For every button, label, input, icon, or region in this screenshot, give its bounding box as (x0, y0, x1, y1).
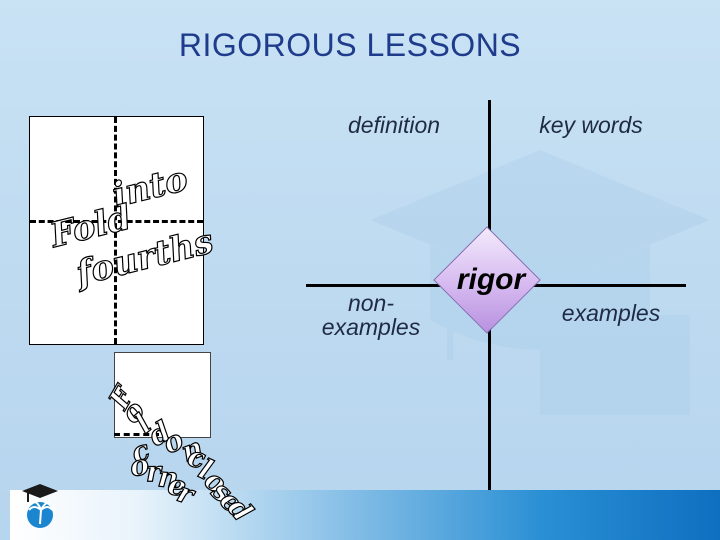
key-words-label: key words (539, 112, 643, 138)
center-word: rigor (456, 263, 526, 296)
non-examples-line-1: non- (347, 290, 395, 316)
bottom-strip (10, 490, 720, 540)
definition-label: definition (347, 112, 441, 138)
horizontal-fold-line (30, 220, 203, 223)
vertical-fold-line (114, 117, 117, 344)
page-title: RIGOROUS LESSONS (178, 27, 522, 63)
non-examples-line-2: examples (321, 314, 421, 340)
corner-fold-line (114, 433, 159, 436)
wordart-letter: r (145, 455, 161, 488)
fold-paper-box (29, 116, 204, 345)
corner-paper-box (114, 352, 211, 438)
palm-logo-icon (22, 484, 58, 528)
examples-label: examples (561, 300, 661, 326)
non-examples-label: non- examples (306, 291, 436, 339)
